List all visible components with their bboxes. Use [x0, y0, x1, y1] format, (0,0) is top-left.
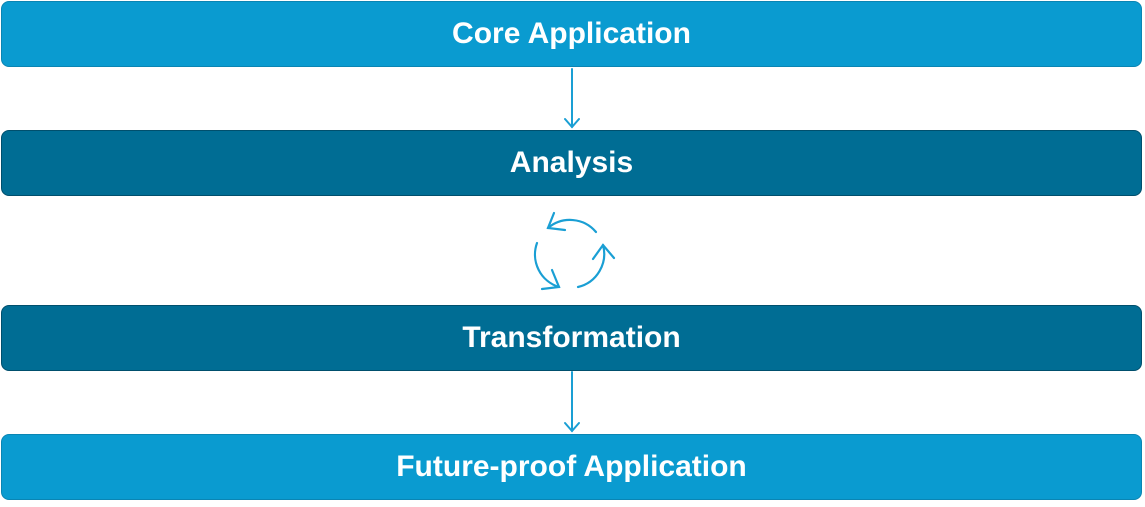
arrow-down-1	[564, 68, 580, 129]
step-label: Transformation	[462, 321, 681, 354]
step-label: Analysis	[509, 146, 634, 179]
step-core-application: Core Application	[1, 1, 1142, 67]
cycle-arrows-icon	[533, 211, 616, 291]
arrow-down-2	[564, 371, 580, 433]
step-label: Core Application	[452, 17, 691, 50]
step-analysis: Analysis	[1, 130, 1142, 196]
step-future-proof-application: Future-proof Application	[1, 434, 1142, 500]
step-label: Future-proof Application	[396, 450, 747, 483]
step-transformation: Transformation	[1, 305, 1142, 371]
